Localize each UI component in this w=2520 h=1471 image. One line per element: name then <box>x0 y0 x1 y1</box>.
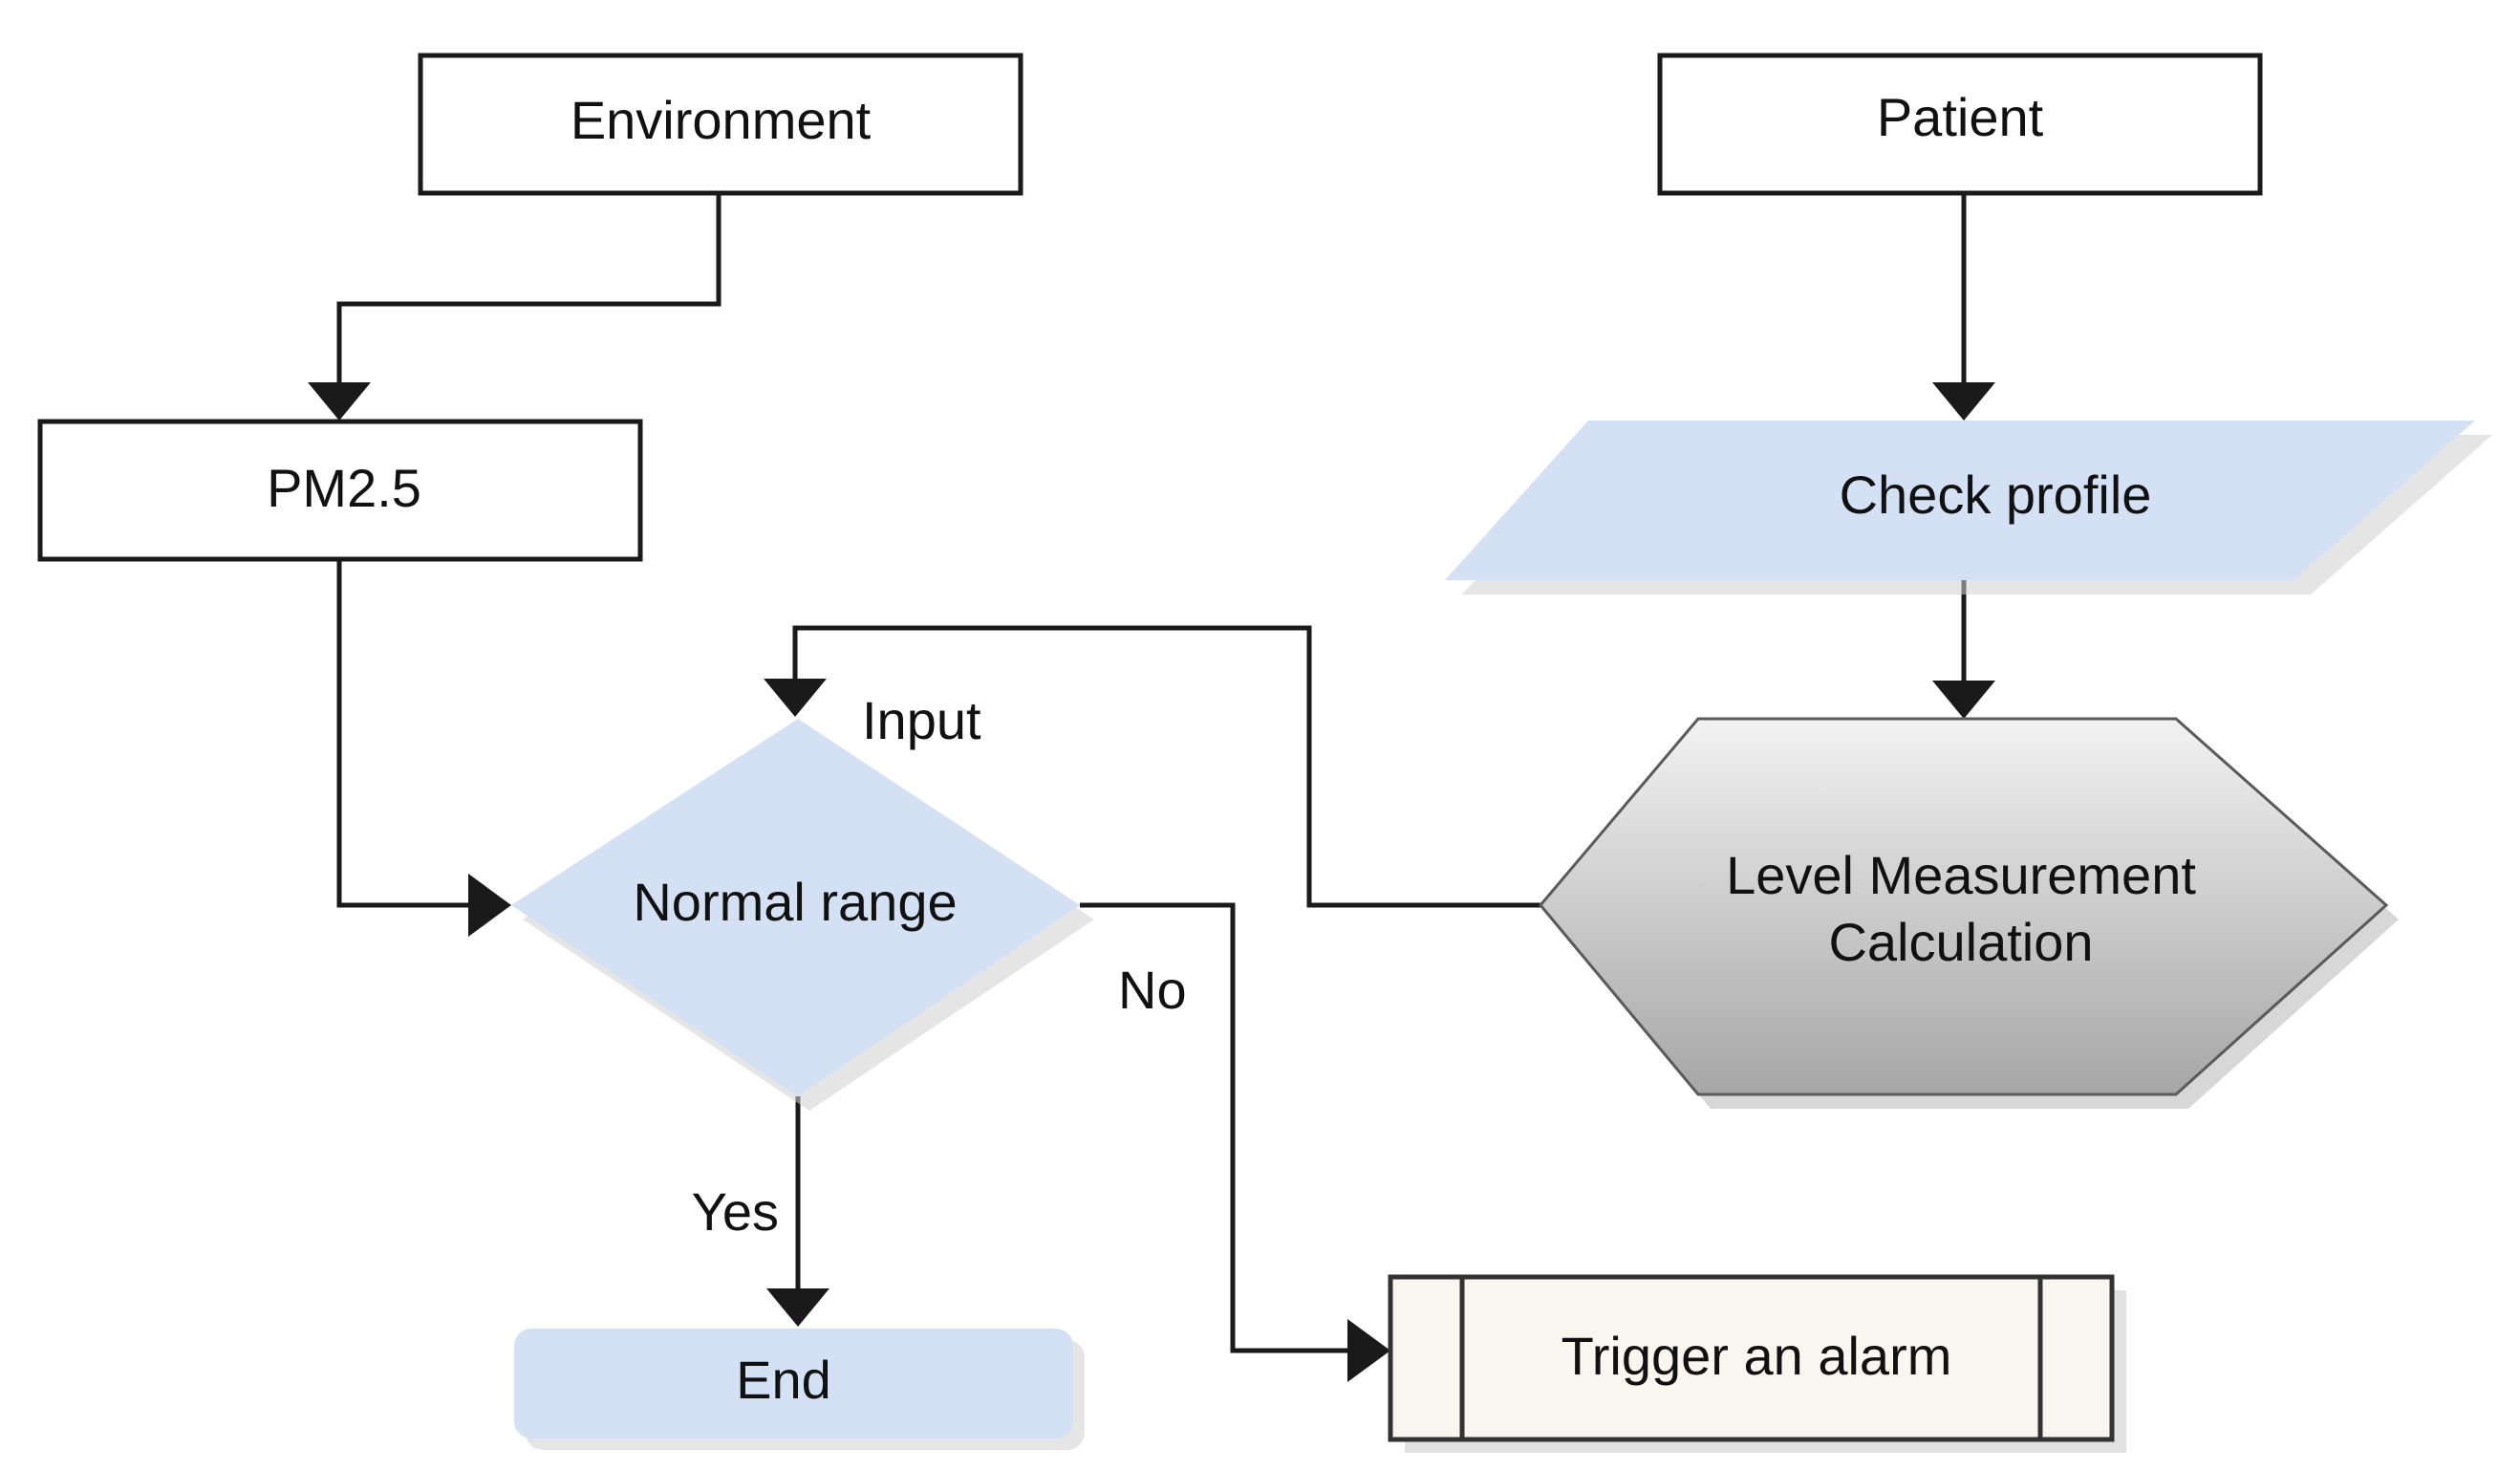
node-normal-range: Normal range <box>511 719 1094 1111</box>
arrowhead-alarm <box>1347 1319 1390 1382</box>
edge-label-input: Input <box>862 690 981 750</box>
edge-environment-to-pm25 <box>308 193 722 421</box>
arrowhead-pm25 <box>308 382 371 421</box>
pm25-label: PM2.5 <box>267 458 421 518</box>
arrowhead-input <box>764 679 827 717</box>
normal-range-shape <box>511 719 1080 1096</box>
environment-label: Environment <box>571 90 872 150</box>
arrowhead-level <box>1932 681 1995 719</box>
node-environment: Environment <box>418 53 1023 196</box>
patient-label: Patient <box>1877 87 2044 147</box>
normal-range-label: Normal range <box>633 872 957 932</box>
edge-level-to-normal-range-input <box>764 625 1540 908</box>
edge-normal-range-to-end-yes <box>766 1096 829 1327</box>
arrowhead-normal-range-left <box>468 874 511 937</box>
edge-label-yes: Yes <box>692 1181 779 1242</box>
node-end: End <box>514 1329 1085 1450</box>
edge-normal-range-to-alarm-no <box>1080 902 1390 1382</box>
end-shape <box>514 1329 1073 1439</box>
node-pm25: PM2.5 <box>37 419 643 562</box>
end-label: End <box>736 1350 831 1410</box>
trigger-alarm-label: Trigger an alarm <box>1562 1326 1952 1386</box>
arrowhead-end <box>766 1288 829 1327</box>
edge-patient-to-check-profile <box>1932 193 1995 421</box>
node-patient: Patient <box>1657 53 2263 196</box>
level-measurement-label-line2: Calculation <box>1828 912 2093 972</box>
level-measurement-label-line1: Level Measurement <box>1726 845 2196 905</box>
level-measurement-shape <box>1539 717 2389 1096</box>
check-profile-label: Check profile <box>1840 465 2152 525</box>
edge-label-no: No <box>1118 960 1187 1020</box>
arrowhead-check-profile <box>1932 382 1995 421</box>
edge-check-profile-to-level <box>1932 580 1995 719</box>
node-check-profile: Check profile <box>1445 421 2492 595</box>
check-profile-shape <box>1445 421 2475 580</box>
node-trigger-alarm: Trigger an alarm <box>1388 1274 2126 1453</box>
edge-pm25-to-normal-range <box>336 559 511 937</box>
node-level-measurement: Level Measurement Calculation <box>1539 717 2399 1109</box>
trigger-alarm-shape <box>1388 1274 2115 1442</box>
